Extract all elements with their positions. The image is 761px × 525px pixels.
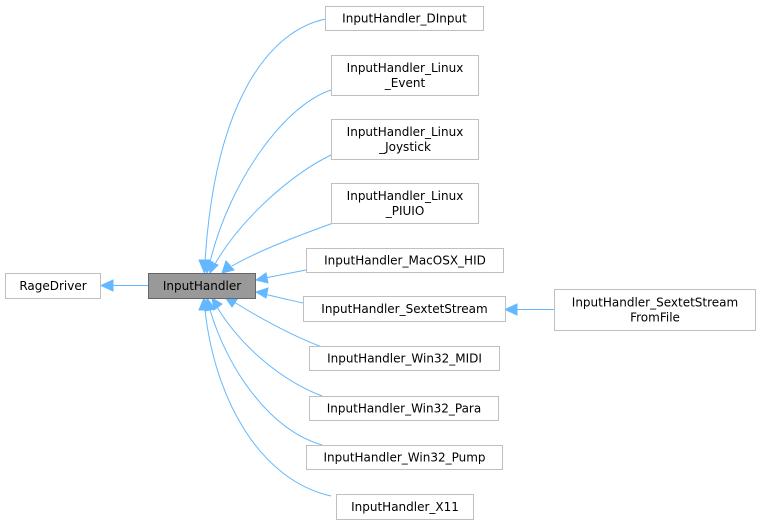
class-node-label: InputHandler_SextetStream bbox=[321, 302, 487, 316]
class-node-label: InputHandler_Win32_MIDI bbox=[327, 352, 482, 366]
edge-arrowhead bbox=[211, 297, 223, 311]
class-node-box bbox=[325, 6, 484, 31]
class-node-win32-midi[interactable]: InputHandler_Win32_MIDI bbox=[309, 346, 500, 371]
class-node-label: InputHandler_X11 bbox=[351, 500, 459, 514]
edge-line bbox=[204, 309, 332, 497]
class-node-box bbox=[309, 396, 499, 421]
class-node-label: InputHandler_Linux bbox=[347, 61, 464, 75]
edge-line bbox=[264, 269, 307, 279]
edge-win32-para-to-input-handler bbox=[211, 297, 323, 397]
class-node-box bbox=[336, 494, 474, 520]
class-node-win32-para[interactable]: InputHandler_Win32_Para bbox=[309, 396, 499, 421]
class-node-label: InputHandler bbox=[163, 279, 241, 293]
class-node-box bbox=[554, 289, 756, 331]
edges-layer bbox=[99, 18, 554, 497]
edge-arrowhead bbox=[207, 260, 219, 275]
class-node-label: RageDriver bbox=[19, 279, 86, 293]
class-node-win32-pump[interactable]: InputHandler_Win32_Pump bbox=[306, 445, 503, 470]
class-node-box bbox=[5, 273, 101, 299]
class-node-box bbox=[306, 248, 504, 273]
class-node-label: InputHandler_DInput bbox=[342, 12, 467, 26]
nodes-layer: RageDriver InputHandler InputHandler_DInpu… bbox=[5, 6, 756, 520]
edge-arrowhead bbox=[503, 303, 518, 316]
class-node-label: _Joystick bbox=[378, 140, 431, 154]
edge-line bbox=[233, 301, 323, 348]
edge-macosx-hid-to-input-handler bbox=[254, 269, 307, 284]
class-node-linux-joystick[interactable]: InputHandler_Linux_Joystick bbox=[331, 119, 479, 160]
class-node-label: InputHandler_SextetStream bbox=[572, 296, 738, 310]
edge-linux-piuio-to-input-handler bbox=[221, 221, 337, 274]
edge-linux-joystick-to-input-handler bbox=[207, 154, 332, 275]
class-node-box bbox=[331, 55, 479, 96]
edge-x11-to-input-handler bbox=[198, 296, 332, 497]
edge-arrowhead bbox=[254, 272, 269, 284]
edge-arrowhead bbox=[254, 287, 269, 299]
class-node-box bbox=[148, 273, 256, 299]
edge-line bbox=[214, 154, 332, 265]
edge-linux-event-to-input-handler bbox=[202, 89, 332, 275]
class-node-label: FromFile bbox=[630, 311, 680, 325]
edge-input-handler-to-rage-driver bbox=[99, 279, 148, 292]
edge-line bbox=[264, 293, 304, 304]
edge-arrowhead bbox=[99, 279, 114, 292]
class-node-label: _Event bbox=[384, 76, 426, 90]
class-node-x11[interactable]: InputHandler_X11 bbox=[336, 494, 474, 520]
class-node-dinput[interactable]: InputHandler_DInput bbox=[325, 6, 484, 31]
edge-sextet-stream-file-to-sextet-stream bbox=[503, 303, 554, 316]
class-node-input-handler[interactable]: InputHandler bbox=[148, 273, 256, 299]
class-node-linux-piuio[interactable]: InputHandler_Linux_PIUIO bbox=[331, 183, 479, 224]
class-node-box bbox=[306, 445, 503, 470]
class-node-macosx-hid[interactable]: InputHandler_MacOSX_HID bbox=[306, 248, 504, 273]
edge-line bbox=[216, 306, 323, 397]
class-node-rage-driver[interactable]: RageDriver bbox=[5, 273, 101, 299]
class-node-linux-event[interactable]: InputHandler_Linux_Event bbox=[331, 55, 479, 96]
class-node-label: InputHandler_Win32_Para bbox=[327, 402, 481, 416]
class-node-box bbox=[309, 346, 500, 371]
class-node-label: InputHandler_MacOSX_HID bbox=[324, 254, 486, 268]
edge-line bbox=[209, 309, 323, 446]
class-node-label: _PIUIO bbox=[385, 204, 425, 218]
edge-sextet-stream-to-input-handler bbox=[254, 287, 304, 304]
edge-arrowhead bbox=[198, 296, 211, 311]
class-node-label: InputHandler_Linux bbox=[347, 125, 464, 139]
edge-line bbox=[231, 221, 337, 267]
edge-arrowhead bbox=[221, 260, 235, 274]
class-node-box bbox=[331, 119, 479, 160]
class-node-box bbox=[303, 296, 506, 322]
edge-line bbox=[204, 18, 327, 263]
class-node-sextet-stream[interactable]: InputHandler_SextetStream bbox=[303, 296, 506, 322]
class-node-label: InputHandler_Win32_Pump bbox=[323, 451, 485, 465]
class-node-box bbox=[331, 183, 479, 224]
edge-line bbox=[209, 89, 332, 263]
class-node-label: InputHandler_Linux bbox=[347, 189, 464, 203]
